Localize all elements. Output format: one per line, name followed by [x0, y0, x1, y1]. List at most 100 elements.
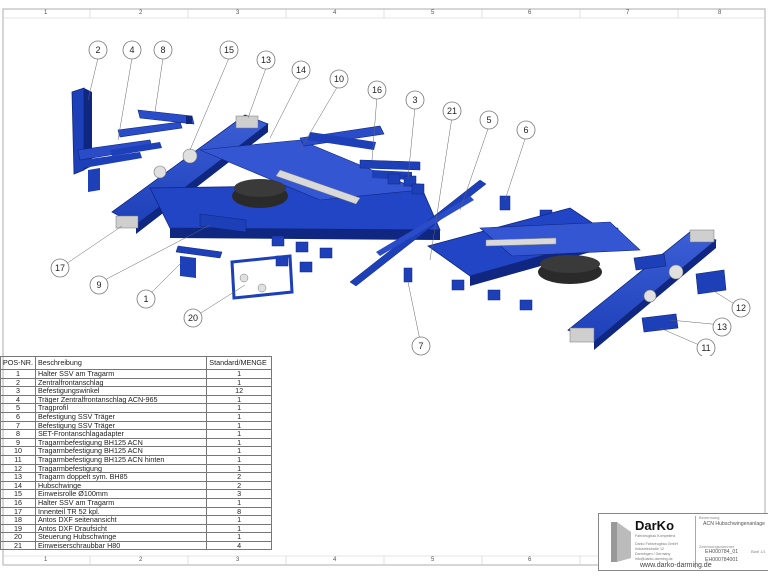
callout-4: 4	[122, 40, 142, 60]
bom-qty-cell: 1	[206, 497, 272, 508]
zone-top-7: 7	[626, 10, 630, 16]
bom-desc-cell: Tragarm doppelt sym. BH85	[34, 472, 208, 482]
callout-21: 21	[442, 101, 462, 121]
darko-logo-icon	[611, 522, 631, 562]
callout-label: 17	[55, 263, 65, 273]
company-logo: DarKo Fahrzeugbau Kompetenz Darko Fahrze…	[603, 516, 696, 568]
title-fields: Benennung ACN Hubschwingenanlage Zeichnu…	[697, 514, 768, 570]
callout-circle	[516, 120, 536, 140]
callout-2: 2	[88, 40, 108, 60]
callout-label: 15	[224, 45, 234, 55]
title-block: DarKo Fahrzeugbau Kompetenz Darko Fahrze…	[598, 513, 768, 571]
address-line-3: Darmingen / Germany	[635, 552, 671, 556]
callout-12: 12	[731, 298, 751, 318]
zone-top-6: 6	[528, 10, 532, 16]
part-tragarmbefestigung	[695, 269, 727, 295]
bom-qty-cell: 12	[206, 386, 272, 396]
part-steuerung	[230, 254, 294, 300]
bom-desc-cell: Einweiserschraubbar H80	[34, 540, 208, 551]
drawing-no-label: Zeichnungsnummer	[699, 544, 735, 549]
zone-top-5: 5	[431, 10, 435, 16]
callout-17: 17	[50, 258, 70, 278]
zone-top-4: 4	[333, 10, 337, 16]
bom-qty-cell: 1	[206, 369, 272, 379]
callout-7: 7	[411, 336, 431, 356]
part-befestigung-ssv-6	[499, 195, 511, 211]
part-halter-ssv-1	[175, 245, 223, 278]
zone-top-3: 3	[236, 10, 240, 16]
callout-6: 6	[516, 120, 536, 140]
callout-15: 15	[219, 40, 239, 60]
part-tragarm-rechts	[567, 229, 717, 350]
bom-qty-cell: 1	[206, 411, 272, 422]
part-right-frame	[427, 207, 641, 286]
address-line-4: info@darko-darming.de	[635, 557, 673, 561]
callout-circle	[442, 101, 462, 121]
drawing-number-2: EH000784001	[705, 557, 739, 563]
bom-pos-cell: 11	[0, 454, 36, 465]
bom-pos-cell: 18	[0, 515, 36, 525]
zone-bottom-1: 1	[44, 557, 48, 563]
callout-label: 14	[296, 65, 306, 75]
bom-header-desc: Beschreibung	[34, 356, 208, 370]
callout-label: 8	[160, 45, 165, 55]
bom-desc-cell: Befestigungswinkel	[34, 386, 208, 396]
callout-label: 1	[143, 294, 148, 304]
callout-circle	[89, 275, 109, 295]
drawing-title: ACN Hubschwingenanlage	[703, 521, 765, 527]
zone-bottom-2: 2	[139, 557, 143, 563]
bom-desc-cell: Träger Zentralfrontanschlag ACN-965	[34, 394, 208, 405]
callout-label: 2	[95, 45, 100, 55]
bom-pos-cell: 3	[0, 386, 36, 396]
bom-qty-cell: 1	[206, 454, 272, 465]
zone-bottom-3: 3	[236, 557, 240, 563]
part-befestigung-ssv-7	[403, 267, 413, 283]
brand-tagline: Fahrzeugbau Kompetenz	[635, 534, 676, 538]
part-befestigung-hinten	[633, 253, 679, 333]
callout-3: 3	[405, 90, 425, 110]
bom-header-pos: POS-NR.	[0, 356, 36, 370]
bom-pos-cell: 6	[0, 411, 36, 422]
title-label: Benennung	[699, 515, 720, 520]
callout-label: 3	[412, 95, 417, 105]
part-tragprofil	[349, 179, 487, 287]
footer-url: www.darko-darming.de	[640, 562, 712, 569]
zone-bottom-5: 5	[431, 557, 435, 563]
bom-pos-cell: 16	[0, 497, 36, 508]
callout-circle	[479, 110, 499, 130]
bom-desc-cell: Halter SSV am Tragarm	[34, 369, 208, 379]
bom-desc-cell: Halter SSV am Tragarm	[34, 497, 208, 508]
callout-circle	[411, 336, 431, 356]
callout-circle	[712, 317, 732, 337]
callout-16: 16	[367, 80, 387, 100]
address-line-1: Darko Fahrzeugbau GmbH	[635, 542, 679, 546]
part-tragarmbefestigung-9	[199, 213, 247, 233]
part-traeger-frontanschlag	[110, 121, 183, 156]
part-zentralfrontanschlag	[71, 87, 153, 192]
callout-8: 8	[153, 40, 173, 60]
zone-bottom-4: 4	[333, 557, 337, 563]
callout-13: 13	[256, 50, 276, 70]
callout-label: 16	[372, 85, 382, 95]
bom-desc-cell: Befestigung SSV Träger	[34, 411, 208, 422]
bom-qty-cell: 2	[206, 472, 272, 482]
callout-label: 10	[334, 74, 344, 84]
callout-label: 11	[701, 343, 710, 353]
callout-circle	[183, 308, 203, 328]
zone-top-1: 1	[44, 10, 48, 16]
callout-circle	[696, 338, 716, 356]
callout-circle	[731, 298, 751, 318]
part-frontanschlagadapter	[137, 109, 195, 125]
sheet-number: Blatt 1/1	[751, 549, 766, 554]
callout-circle	[291, 60, 311, 80]
bom-qty-cell: 1	[206, 515, 272, 525]
